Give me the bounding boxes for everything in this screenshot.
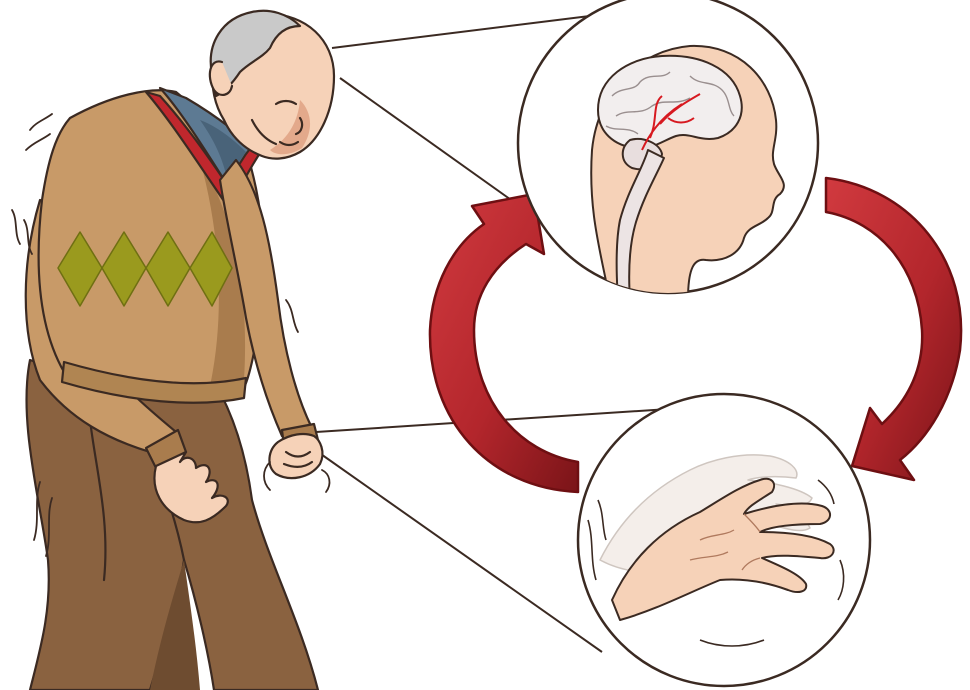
hand-tremor-inset: [578, 394, 870, 686]
elderly-man-figure: [12, 11, 334, 690]
arrow-brain-to-hand: [826, 178, 961, 480]
connector-head-bottom: [340, 78, 528, 212]
brain-inset: [518, 0, 818, 300]
